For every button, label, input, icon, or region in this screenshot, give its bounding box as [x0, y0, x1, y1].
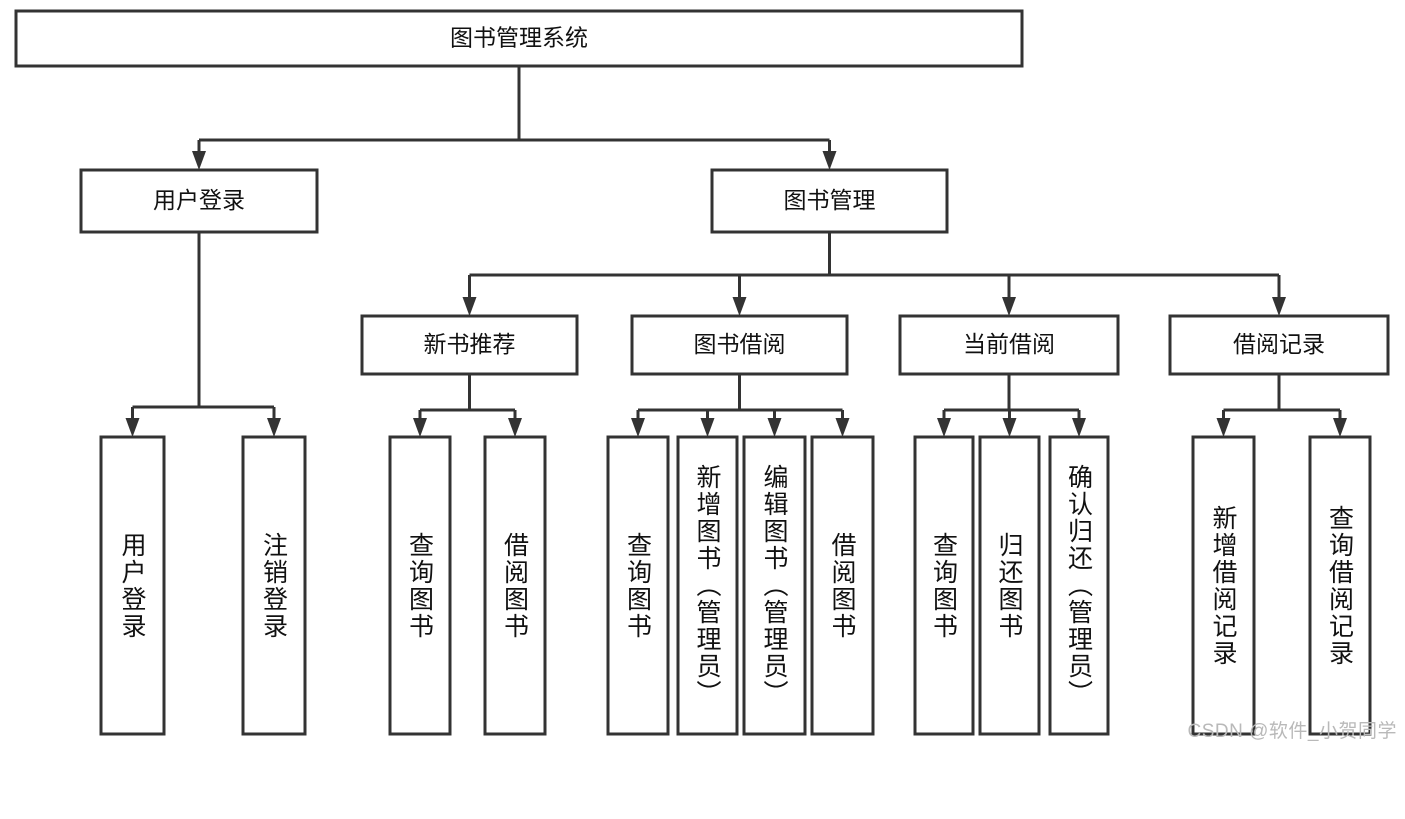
- node-root-图书管理系统[interactable]: [14, 9, 1024, 68]
- node-leaf-0[interactable]: [99, 435, 166, 736]
- node-label-level2-0: 用户登录: [153, 187, 245, 213]
- node-level3-1[interactable]: [630, 314, 849, 376]
- node-label-level3-3: 借阅记录: [1233, 331, 1325, 357]
- node-boxes: [14, 9, 1390, 736]
- node-leaf-3[interactable]: [483, 435, 547, 736]
- node-leaf-5[interactable]: [676, 435, 739, 736]
- node-level2-0[interactable]: [79, 168, 319, 234]
- connector-lines: [125, 66, 1347, 437]
- node-level3-3[interactable]: [1168, 314, 1390, 376]
- node-level3-0[interactable]: [360, 314, 579, 376]
- node-leaf-6[interactable]: [742, 435, 807, 736]
- node-label-level2-1: 图书管理: [784, 187, 876, 213]
- node-label-level3-2: 当前借阅: [963, 331, 1055, 357]
- node-level3-2[interactable]: [898, 314, 1120, 376]
- node-label-level3-1: 图书借阅: [694, 331, 786, 357]
- node-leaf-8[interactable]: [913, 435, 975, 736]
- node-leaf-2[interactable]: [388, 435, 452, 736]
- node-label-level3-0: 新书推荐: [424, 331, 516, 357]
- node-leaf-4[interactable]: [606, 435, 670, 736]
- node-leaf-11[interactable]: [1191, 435, 1256, 736]
- node-leaf-9[interactable]: [978, 435, 1041, 736]
- node-level2-1[interactable]: [710, 168, 949, 234]
- node-leaf-1[interactable]: [241, 435, 307, 736]
- node-leaf-10[interactable]: [1048, 435, 1110, 736]
- node-leaf-12[interactable]: [1308, 435, 1372, 736]
- watermark-text: CSDN @软件_小贺同学: [1187, 721, 1397, 742]
- flowchart-diagram: 图书管理系统用户登录图书管理新书推荐图书借阅当前借阅借阅记录 用户登录注销登录查…: [14, 9, 1397, 742]
- node-leaf-7[interactable]: [810, 435, 875, 736]
- node-label-root: 图书管理系统: [450, 25, 588, 51]
